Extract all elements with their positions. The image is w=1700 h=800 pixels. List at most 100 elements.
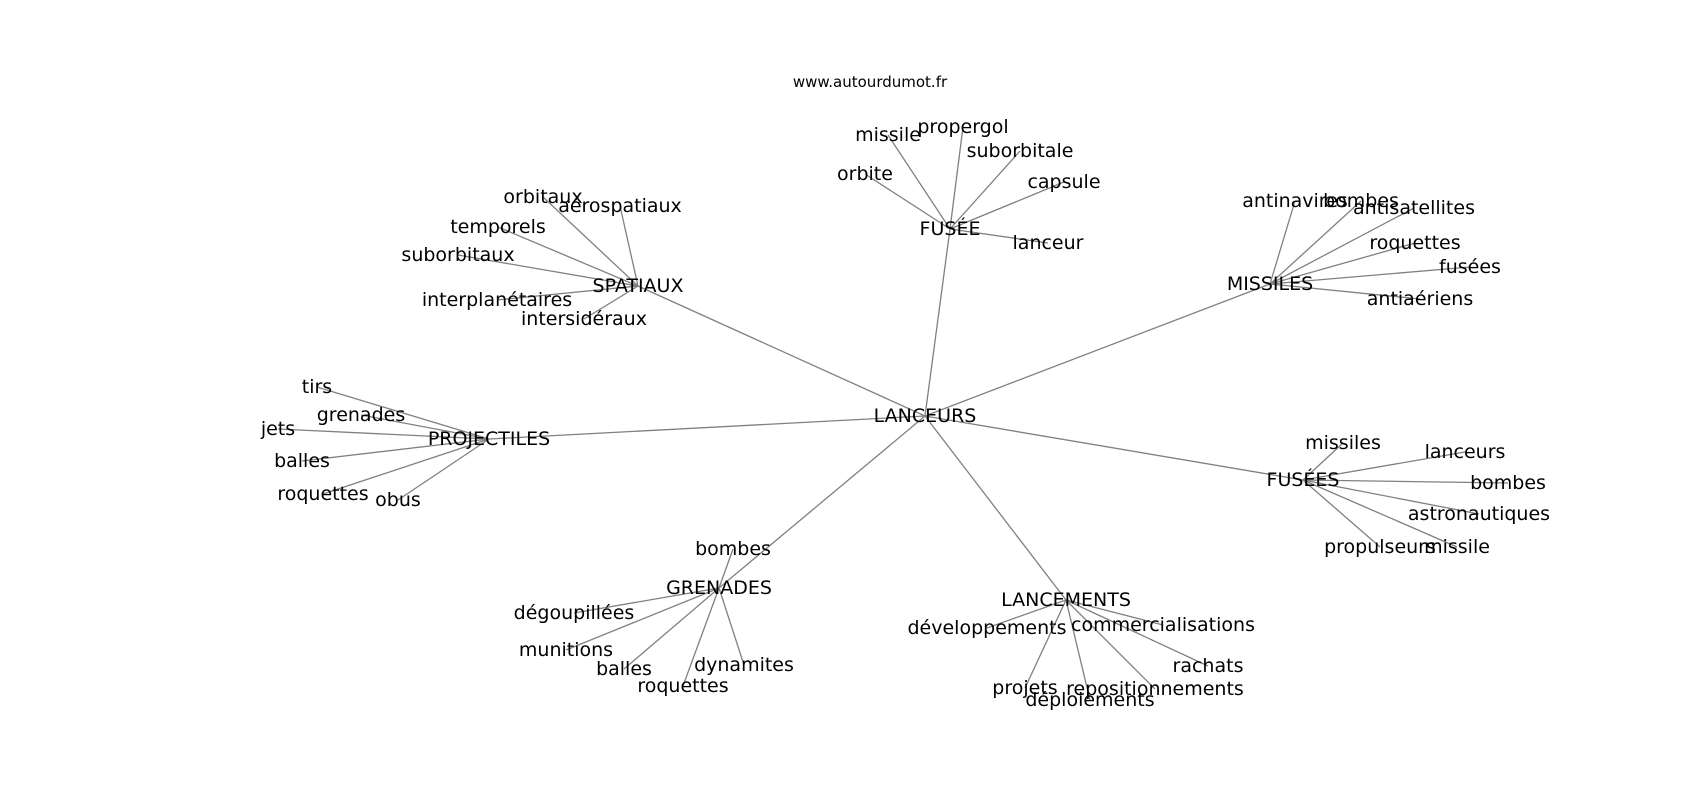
node-leaf-propulseurs: propulseurs [1324,536,1436,558]
node-leaf-roquettes: roquettes [637,675,728,697]
edge-grenades-roquettes [682,587,720,687]
node-leaf-roquettes: roquettes [1369,232,1460,254]
watermark-text: www.autourdumot.fr [793,73,948,91]
edge-center-projectiles [488,415,926,440]
edge-projectiles-jets [277,428,490,440]
edge-lancements-developpements [986,599,1067,629]
node-leaf-missiles: missiles [1305,432,1381,454]
node-hub-projectiles: PROJECTILES [428,428,550,450]
edge-missiles-fusees [1269,266,1471,285]
node-leaf-interplanetaires: interplanétaires [422,289,572,311]
edge-center-fusees [924,415,1304,481]
edge-spatiaux-orbitaux [542,196,639,287]
node-hub-missiles: MISSILES [1227,273,1313,295]
edge-spatiaux-intersideraux [583,285,639,320]
edge-missiles-bombes [1269,200,1362,285]
edge-lancements-rachats [1065,599,1209,667]
edge-center-spatiaux [637,285,926,417]
node-leaf-orbitaux: orbitaux [503,186,582,208]
edge-missiles-antiaeriens [1269,283,1421,300]
edge-spatiaux-aerospatiaux [619,205,639,287]
edge-fusee-orbite [864,173,951,230]
edge-grenades-dynamites [718,587,745,666]
node-leaf-suborbitale: suborbitale [967,140,1074,162]
edge-fusees-bombes [1302,479,1509,484]
edge-lancements-repositionnements [1065,599,1156,690]
edge-projectiles-balles [301,438,490,462]
edge-center-lancements [924,415,1067,601]
node-leaf-developpements: développements [908,617,1067,639]
node-leaf-antinavires: antinavires [1242,190,1348,212]
edge-grenades-balles [623,587,720,670]
edge-fusees-missile [1302,479,1458,548]
edge-lancements-commercialisations [1065,599,1164,626]
graph-edges [277,126,1509,701]
node-leaf-balles: balles [596,658,652,680]
edge-lancements-projets [1024,599,1067,689]
node-leaf-roquettes: roquettes [277,483,368,505]
edge-center-missiles [924,283,1271,417]
node-hub-spatiaux: SPATIAUX [593,275,684,297]
edge-fusee-missile [887,134,951,230]
node-hub-fusee: FUSÉE [920,217,981,240]
node-leaf-bombes: bombes [1470,472,1546,494]
node-leaf-rachats: rachats [1173,655,1244,677]
edge-spatiaux-interplanetaires [496,285,639,301]
node-leaf-antisatellites: antisatellites [1353,197,1475,219]
node-leaf-repositionnements: repositionnements [1066,678,1244,700]
node-leaf-astronautiques: astronautiques [1408,503,1550,525]
edge-fusee-propergol [949,126,964,230]
edge-missiles-antinavires [1269,200,1296,285]
node-leaf-tirs: tirs [302,376,332,398]
node-hub-grenades: GRENADES [666,577,772,599]
edge-center-fusee [924,228,951,417]
edge-missiles-antisatellites [1269,207,1415,285]
node-leaf-temporels: temporels [450,216,546,238]
node-leaf-propergol: propergol [917,116,1008,138]
node-leaf-suborbitaux: suborbitaux [401,244,514,266]
node-leaf-deploiements: déploiements [1025,689,1154,711]
edge-fusees-astronautiques [1302,479,1480,515]
edge-fusees-propulseurs [1302,479,1381,548]
node-leaf-bombes: bombes [1323,190,1399,212]
node-leaf-bombes: bombes [695,538,771,560]
node-leaf-balles: balles [274,450,330,472]
node-leaf-fusees: fusées [1439,256,1501,278]
node-leaf-missile: missile [855,124,921,146]
edge-missiles-roquettes [1269,242,1416,285]
node-leaf-intersideraux: intersidéraux [521,308,647,330]
node-leaf-degoupillees: dégoupillées [514,602,635,624]
node-leaf-commercialisations: commercialisations [1071,614,1255,636]
node-leaf-lanceurs: lanceurs [1425,441,1506,463]
edge-spatiaux-temporels [497,226,639,287]
edge-grenades-bombes [718,548,734,589]
edge-fusees-missiles [1302,442,1344,481]
edge-center-grenades [718,415,926,589]
edge-grenades-degoupillees [573,587,720,614]
node-leaf-projets: projets [992,677,1057,699]
edge-fusee-lanceur [949,228,1049,244]
edge-grenades-munitions [565,587,720,651]
node-leaf-missile: missile [1424,536,1490,558]
node-leaf-orbite: orbite [837,163,893,185]
node-leaf-aerospatiaux: aérospatiaux [558,195,682,217]
node-center-lanceurs: LANCEURS [874,405,977,427]
node-leaf-antiaeriens: antiaériens [1367,288,1473,310]
node-leaf-jets: jets [260,418,295,440]
edge-projectiles-tirs [316,386,490,440]
edge-fusees-lanceurs [1302,451,1466,481]
node-leaf-munitions: munitions [519,639,613,661]
node-leaf-grenades: grenades [317,404,405,426]
node-leaf-dynamites: dynamites [694,654,794,676]
edge-fusee-suborbitale [949,150,1021,230]
edge-projectiles-grenades [360,414,490,440]
edge-projectiles-obus [397,438,490,501]
edge-spatiaux-suborbitaux [457,254,639,287]
edge-projectiles-roquettes [322,438,490,495]
edge-lancements-deploiements [1065,599,1091,701]
node-leaf-capsule: capsule [1027,171,1100,193]
edge-fusee-capsule [949,181,1065,230]
graph-nodes: LANCEURSFUSÉEmissilepropergolsuborbitale… [260,116,1550,711]
node-leaf-obus: obus [375,489,421,511]
